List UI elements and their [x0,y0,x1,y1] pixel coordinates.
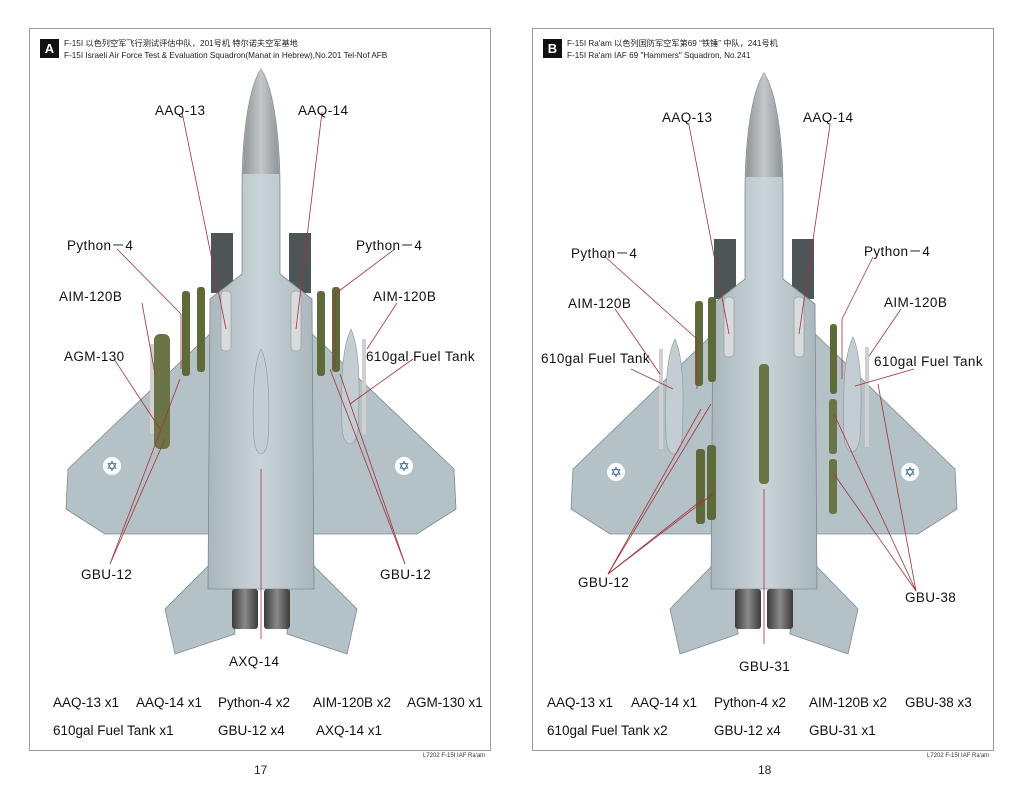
python-4-left-a [695,301,703,386]
gbu-38-a [829,399,837,454]
callout-aim-120b-right: AIM-120B [884,295,948,310]
loadout-item: Python-4 x2 [714,695,787,710]
loadout-item: AGM-130 x1 [407,695,483,710]
python-4-left-b [197,287,205,372]
callout-aaq-13: AAQ-13 [662,110,713,125]
callout-fuel-tank-left: 610gal Fuel Tank [541,351,650,366]
python-4-right-b [332,287,340,372]
callout-fuel-tank-right: 610gal Fuel Tank [874,354,983,369]
callout-agm-130: AGM-130 [64,349,125,364]
callout-gbu-31: GBU-31 [739,659,791,674]
radome [243,69,279,174]
loadout-item: AAQ-13 x1 [547,695,614,710]
title-english: F-15I Israeli Air Force Test & Evaluatio… [64,51,388,60]
callout-python-4-left: Python－4 [571,246,638,261]
aaq-13-pod [220,290,232,352]
left-nozzle [232,589,258,629]
loadout-item: AXQ-14 x1 [316,723,383,738]
aim-120b-left [659,349,663,449]
gbu-38-b [829,459,837,514]
loadout-item: AAQ-14 x1 [631,695,698,710]
callout-python-4-right: Python－4 [864,244,931,259]
callout-aaq-14: AAQ-14 [803,110,854,125]
gbu-12-left-a [696,449,705,524]
callout-python-4-left: Python－4 [67,238,134,253]
aaq-14-pod [793,296,805,358]
footer-product-code: L7202 F-15I IAF Ra'am [423,753,486,759]
gbu-31 [759,364,769,484]
loadout-item: GBU-12 x4 [714,723,781,738]
leader-lines [602,124,917,644]
aim-120b-left [150,344,154,434]
aaq-13-pod [723,296,735,358]
loadout-item: 610gal Fuel Tank x1 [53,723,174,738]
page-18-panel: B F-15I Ra'am 以色列国防军空军第69 “铁锤” 中队，241号机 … [532,28,994,751]
callout-python-4-right: Python－4 [356,238,423,253]
aircraft-illustration: ✡ ✡ [570,72,958,655]
loadout-item: Python-4 x2 [218,695,291,710]
callout-gbu-12-left: GBU-12 [81,567,133,582]
svg-text:✡: ✡ [904,464,916,480]
aim-120b-right [865,347,869,447]
footer-product-code: L7202 F-15I IAF Ra'am [927,753,990,759]
loadout-item: GBU-12 x4 [218,723,285,738]
python-4-left-a [182,291,190,376]
left-nozzle [735,589,761,629]
page-number: 17 [254,763,268,777]
leader-lines [109,111,414,639]
loadout-item: AAQ-14 x1 [136,695,203,710]
agm-130 [154,334,170,449]
fuel-tank-left [665,338,684,455]
aim-120b-right [362,339,366,434]
callout-aaq-13: AAQ-13 [155,103,206,118]
page-number: 18 [758,763,772,777]
centerline-tank [252,348,270,455]
loadout-item: AAQ-13 x1 [53,695,120,710]
title-chinese: F-15I 以色列空军飞行测试评估中队，201号机 特尔诺夫空军基地 [64,39,298,48]
loadout-item: 610gal Fuel Tank x2 [547,723,668,738]
callout-aim-120b-right: AIM-120B [373,289,437,304]
callout-gbu-12-right: GBU-12 [380,567,432,582]
callout-fuel-tank: 610gal Fuel Tank [366,349,475,364]
python-4-right-a [317,291,325,376]
loadout-item: AIM-120B x2 [809,695,888,710]
callout-axq-14: AXQ-14 [229,654,280,669]
gbu-12-left-b [707,445,716,520]
right-nozzle [264,589,290,629]
title-english: F-15I Ra'am IAF 69 "Hammers" Squadron, N… [567,51,751,60]
loadout-item: AIM-120B x2 [313,695,392,710]
right-nozzle [767,589,793,629]
title-chinese: F-15I Ra'am 以色列国防军空军第69 “铁锤” 中队，241号机 [567,39,778,48]
aircraft-illustration: ✡ ✡ [65,68,457,655]
loadout-item: GBU-38 x3 [905,695,972,710]
page-17-panel: A F-15I 以色列空军飞行测试评估中队，201号机 特尔诺夫空军基地 F-1… [29,28,491,751]
left-intake [211,233,233,293]
loadout-item: GBU-31 x1 [809,723,876,738]
profile-badge: A [40,39,59,58]
svg-text:✡: ✡ [610,464,622,480]
callout-gbu-38: GBU-38 [905,590,957,605]
svg-text:✡: ✡ [398,458,410,474]
callout-aim-120b-left: AIM-120B [568,296,632,311]
callout-aim-120b-left: AIM-120B [59,289,123,304]
svg-text:✡: ✡ [106,458,118,474]
fuel-tank-right [843,336,862,453]
profile-badge: B [543,39,562,58]
fuel-tank [341,328,360,445]
python-4-left-b [708,297,716,382]
radome [746,73,782,177]
callout-gbu-12: GBU-12 [578,575,630,590]
callout-aaq-14: AAQ-14 [298,103,349,118]
python-4-right [830,324,837,394]
right-intake [792,239,814,299]
